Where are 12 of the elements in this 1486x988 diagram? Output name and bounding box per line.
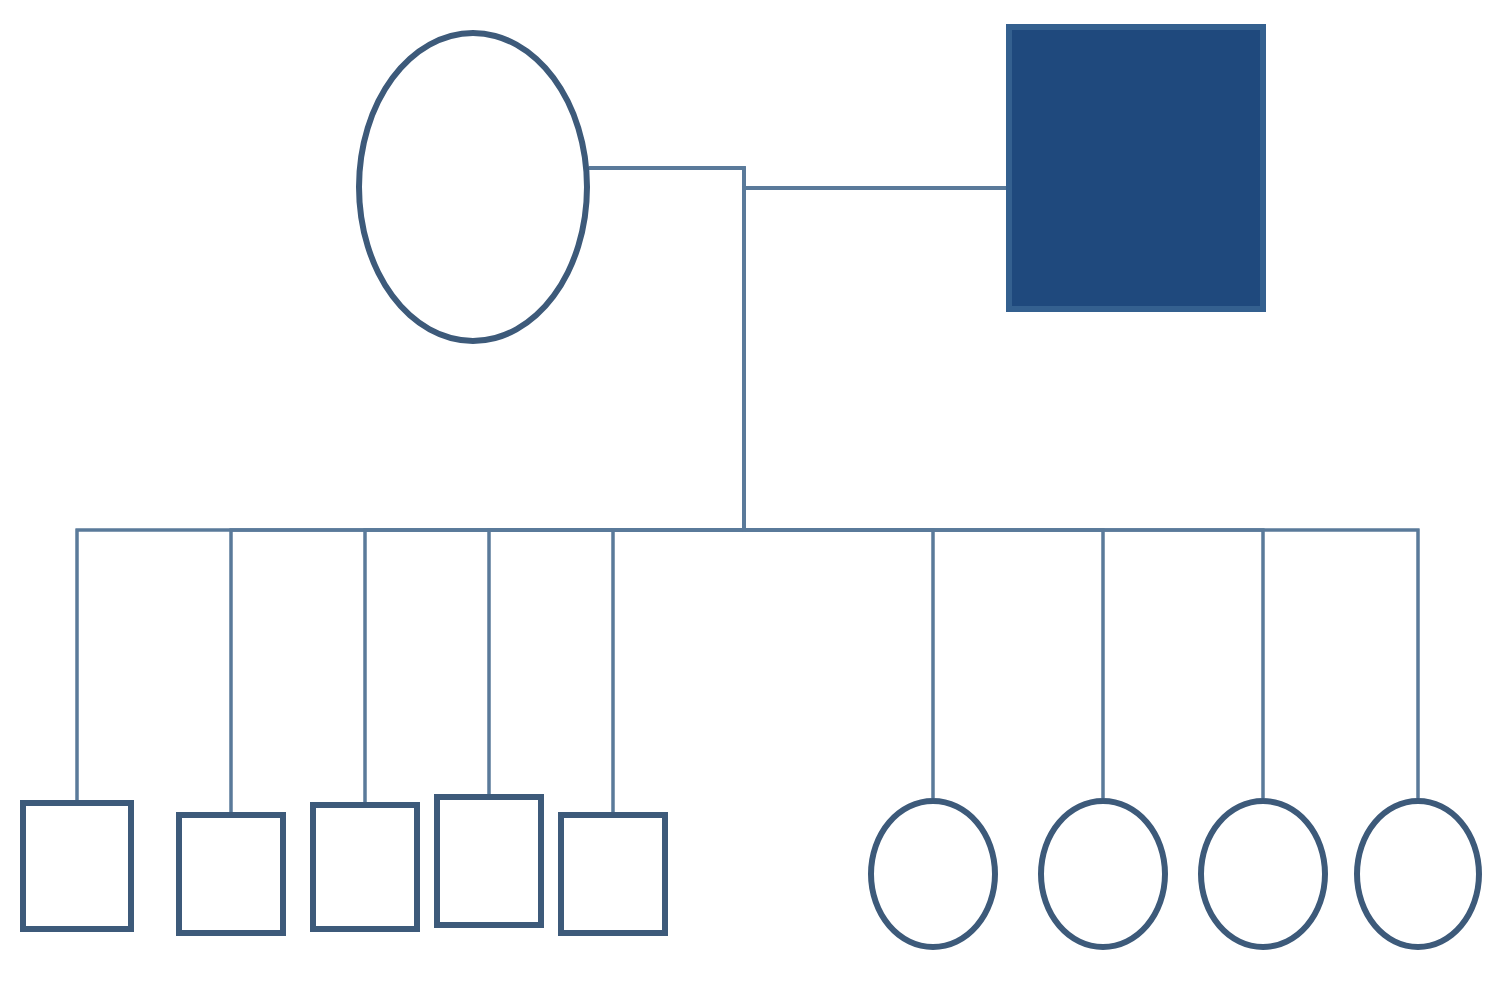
square-symbol (176, 812, 286, 936)
square-symbol (20, 800, 134, 932)
circle-symbol (1354, 798, 1482, 950)
square-symbol (434, 794, 544, 928)
square-symbol (310, 802, 420, 932)
square-symbol (558, 812, 668, 936)
circle-symbol (1038, 798, 1168, 950)
connector-line (742, 186, 1420, 798)
square-symbol (1006, 24, 1266, 312)
circle-symbol (1198, 798, 1328, 950)
circle-symbol (356, 30, 590, 344)
circle-symbol (868, 798, 998, 950)
